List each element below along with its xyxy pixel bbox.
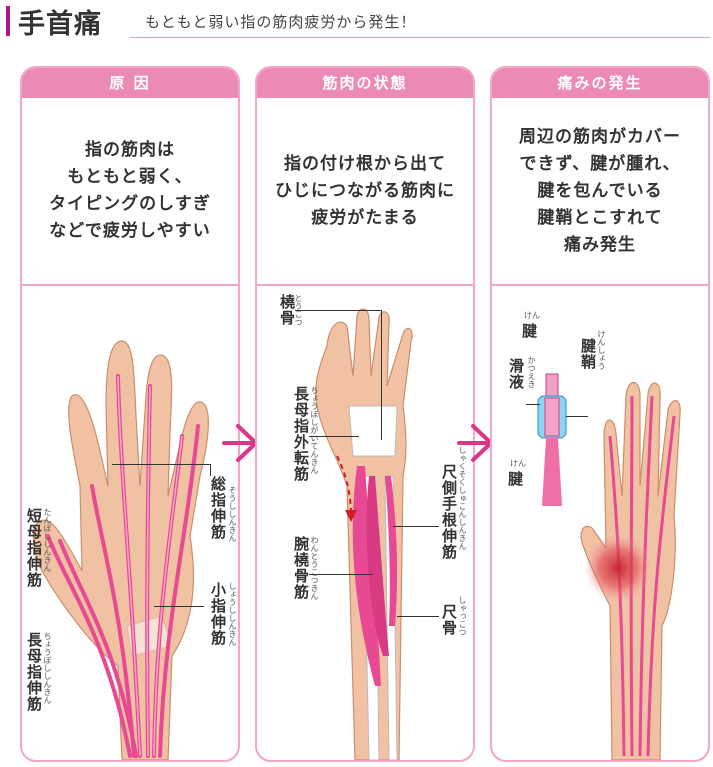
page-subtitle: もともと弱い指の筋肉疲労から発生！	[145, 13, 417, 31]
panel-description: 指の筋肉は もともと弱く、 タイピングのしすぎ などで疲労しやすい	[22, 98, 238, 284]
description-line: ひじにつながる筋肉に	[275, 180, 455, 201]
leader-line	[210, 464, 211, 476]
label-ruby: かつえき	[527, 356, 536, 388]
leader-line	[309, 436, 359, 437]
tendon-upper	[545, 373, 559, 399]
label-ruby: けんしょう	[597, 330, 606, 370]
description-line: もともと弱く、	[67, 167, 193, 187]
label-ruby: ちょうぼしがいてんきん	[310, 386, 319, 474]
panel-muscle-state: 筋肉の状態 指の付け根から出て ひじにつながる筋肉に 疲労がたまる とうこつ 橈…	[255, 66, 475, 762]
panel-heading: 痛みの発生	[492, 68, 708, 98]
tendon-lower	[542, 438, 562, 506]
page-header: 手首痛 もともと弱い指の筋肉疲労から発生！	[0, 0, 713, 40]
tendon-highlights	[117, 375, 183, 757]
forearm-illustration	[315, 308, 413, 760]
description-line: タイピングのしすぎ	[49, 194, 211, 214]
label-shakusoku-shukonshinkin: 尺側手根伸筋	[440, 464, 458, 560]
description-line: 痛み発生	[564, 234, 636, 255]
label-choubo-shishinkin: 長母指伸筋	[25, 632, 43, 712]
label-ruby: けん	[510, 459, 526, 468]
label-ken-lower: 腱	[508, 470, 524, 488]
tendon-sheath-illustration	[537, 373, 681, 760]
panel-description: 周辺の筋肉がカバー できず、腱が腫れ、 腱を包んでいる 腱鞘とこすれて 痛み発生	[492, 98, 708, 284]
description-line: 腱鞘とこすれて	[537, 207, 663, 228]
illustration-forearm: とうこつ 橈骨 ちょうぼしがいてんきん 長母指外転筋 しゃくそくしゅこんしんきん…	[257, 286, 473, 760]
panel-divider	[492, 284, 708, 286]
label-choubo-shigaitenkin: 長母指外転筋	[292, 386, 310, 482]
label-wantou-kotsukin: 腕橈骨筋	[292, 536, 310, 600]
panel-description: 指の付け根から出て ひじにつながる筋肉に 疲労がたまる	[257, 98, 473, 284]
label-soushi-shinkin: 総指伸筋	[209, 476, 227, 540]
description-line: 腱を包んでいる	[537, 180, 663, 201]
panel-cause: 原 因 指の筋肉は もともと弱く、 タイピングのしすぎ などで疲労しやすい	[20, 66, 240, 762]
label-ruby: しゃっこつ	[458, 596, 467, 636]
hand-bones	[348, 405, 398, 457]
illustration-hand-muscles: そうししんきん 総指伸筋 たんぼししんきん 短母指伸筋 しょうししんきん 小指伸…	[22, 286, 238, 760]
description-line: できず、腱が腫れ、	[519, 153, 681, 174]
muscle-abductor	[352, 466, 381, 686]
leader-line	[397, 616, 439, 617]
illustration-tendon-sheath: けん 腱 けんしょう 腱鞘 かつえき 滑液 けん 腱	[492, 286, 708, 760]
panel-divider	[257, 284, 473, 286]
leader-line	[566, 416, 588, 417]
description-line: 疲労がたまる	[311, 207, 419, 228]
label-ruby: ちょうぼししんきん	[43, 632, 52, 704]
label-tanbo-shishinkin: 短母指伸筋	[25, 508, 43, 588]
label-ruby: しゃくそくしゅこんしんきん	[458, 446, 467, 550]
label-ruby: たんぼししんきん	[43, 508, 52, 572]
label-ruby: けん	[524, 311, 540, 320]
header-rule	[130, 37, 710, 38]
panel-heading: 原 因	[22, 68, 238, 98]
leader-line	[154, 606, 204, 607]
muscle-brachioradialis	[366, 476, 389, 656]
leader-line	[295, 310, 381, 311]
tendon-inner	[544, 397, 560, 437]
label-katsueki: 滑液	[507, 358, 525, 390]
leader-line	[381, 310, 382, 440]
hand-illustration	[32, 340, 209, 760]
arrow-down-icon	[345, 510, 357, 522]
label-shoushi-shinkin: 小指伸筋	[209, 582, 227, 646]
panel-divider	[22, 284, 238, 286]
page-title: 手首痛	[18, 9, 102, 40]
muscle-extensor-carpi-ulnaris	[385, 476, 398, 626]
label-shakkotsu: 尺骨	[440, 604, 458, 636]
hand-skin	[32, 340, 209, 760]
leader-line	[393, 526, 439, 527]
title-accent-bar	[6, 6, 10, 36]
description-line: 指の付け根から出て	[284, 153, 446, 174]
label-kenshou: 腱鞘	[579, 338, 597, 370]
label-ken-upper: 腱	[522, 322, 538, 340]
leader-line	[112, 464, 210, 465]
label-toukotsu: 橈骨	[278, 294, 296, 326]
leader-line	[309, 574, 373, 575]
leader-line	[526, 404, 540, 405]
pain-spot	[584, 534, 652, 602]
label-ruby: しょうししんきん	[228, 582, 237, 646]
panel-heading: 筋肉の状態	[257, 68, 473, 98]
description-line: などで疲労しやすい	[49, 221, 211, 241]
description-line: 指の筋肉は	[84, 140, 175, 160]
panel-pain-onset: 痛みの発生 周辺の筋肉がカバー できず、腱が腫れ、 腱を包んでいる 腱鞘とこすれ…	[490, 66, 710, 762]
label-ruby: そうししんきん	[228, 486, 237, 542]
label-ruby: わんとうこつきん	[310, 536, 319, 600]
description-line: 周辺の筋肉がカバー	[519, 126, 681, 147]
